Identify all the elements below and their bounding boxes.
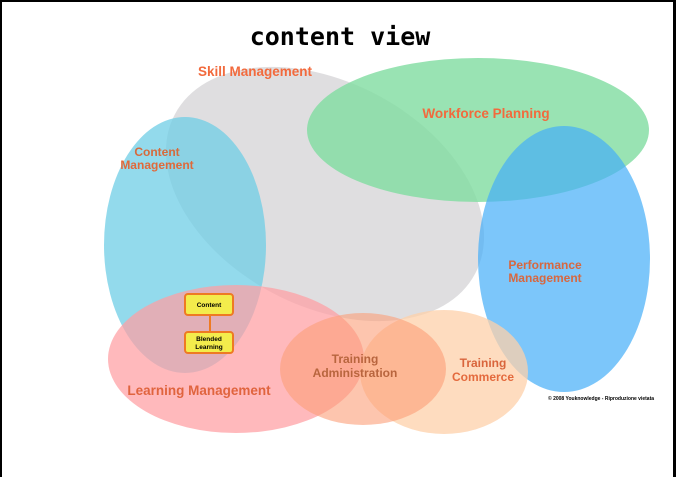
- training-administration-label-line1: Training: [332, 352, 379, 366]
- content-management-label-line1: Content: [134, 145, 179, 159]
- blended-learning-box[interactable]: [184, 331, 234, 354]
- skill-management-label: Skill Management: [198, 64, 313, 79]
- training-administration-area[interactable]: [280, 313, 446, 425]
- performance-management-label-line2: Management: [508, 271, 581, 285]
- training-administration-label-line2: Administration: [313, 366, 398, 380]
- copyright-notice: © 2008 Youknowledge - Riproduzione vieta…: [548, 396, 655, 402]
- learning-management-label: Learning Management: [127, 383, 271, 398]
- blended-learning-label-line1: Blended: [196, 336, 222, 343]
- workforce-planning-label: Workforce Planning: [422, 106, 549, 121]
- content-box-label: Content: [197, 302, 222, 309]
- training-commerce-label-line2: Commerce: [452, 370, 514, 384]
- performance-management-area[interactable]: [478, 126, 650, 392]
- training-commerce-label-line1: Training: [460, 356, 507, 370]
- performance-management-label-line1: Performance: [508, 258, 582, 272]
- page-title: content view: [249, 22, 431, 51]
- content-management-label-line2: Management: [120, 158, 193, 172]
- content-box[interactable]: [184, 293, 234, 316]
- blended-learning-label-line2: Learning: [195, 344, 222, 351]
